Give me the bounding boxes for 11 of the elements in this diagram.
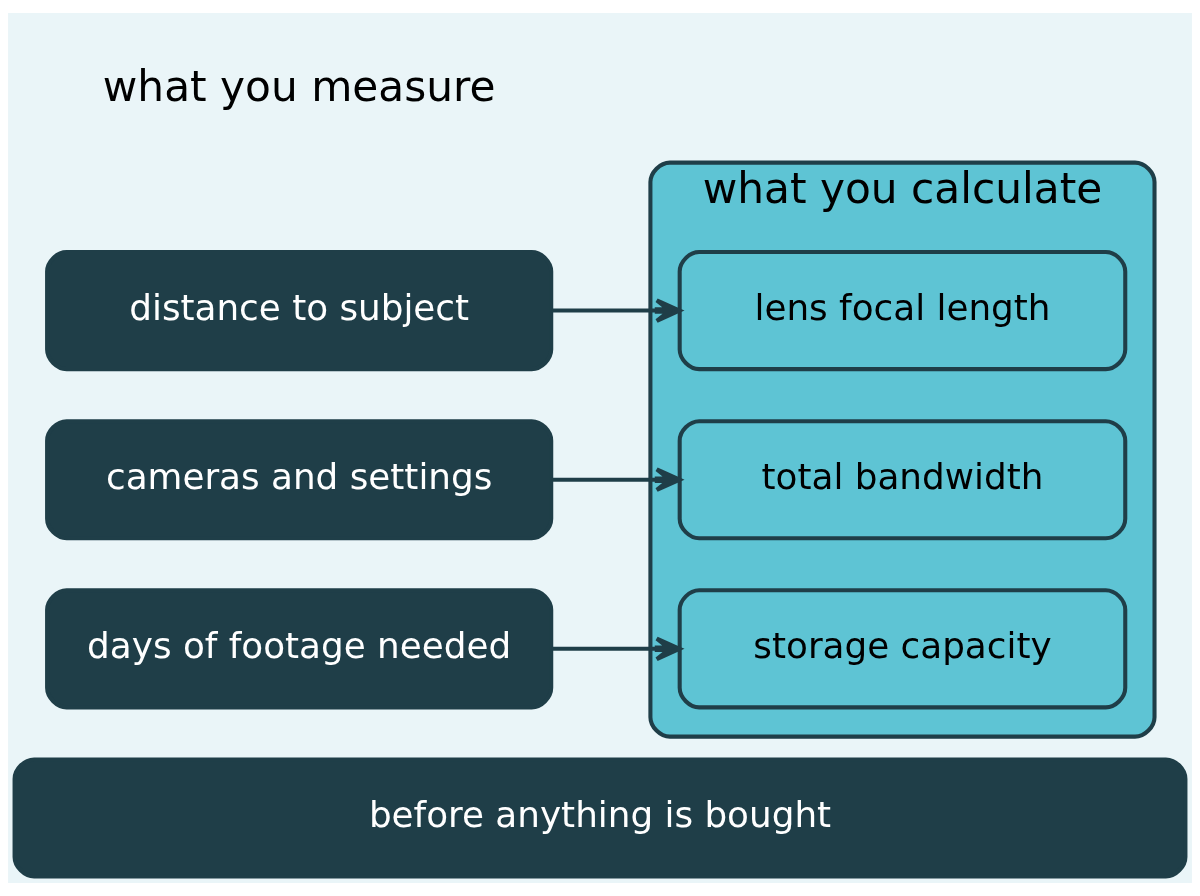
node-box: cameras and settings: [45, 419, 554, 541]
node-box: before anything is bought: [12, 757, 1188, 879]
label: what you measure: [102, 62, 496, 112]
node-box: lens focal length: [677, 250, 1128, 372]
arrow: [551, 298, 682, 323]
node-box: storage capacity: [677, 588, 1128, 710]
node-box: total bandwidth: [677, 419, 1128, 541]
arrow: [551, 636, 682, 662]
arrow: [551, 467, 682, 492]
node-box: distance to subject: [45, 250, 554, 372]
node-box: days of footage needed: [45, 588, 554, 710]
